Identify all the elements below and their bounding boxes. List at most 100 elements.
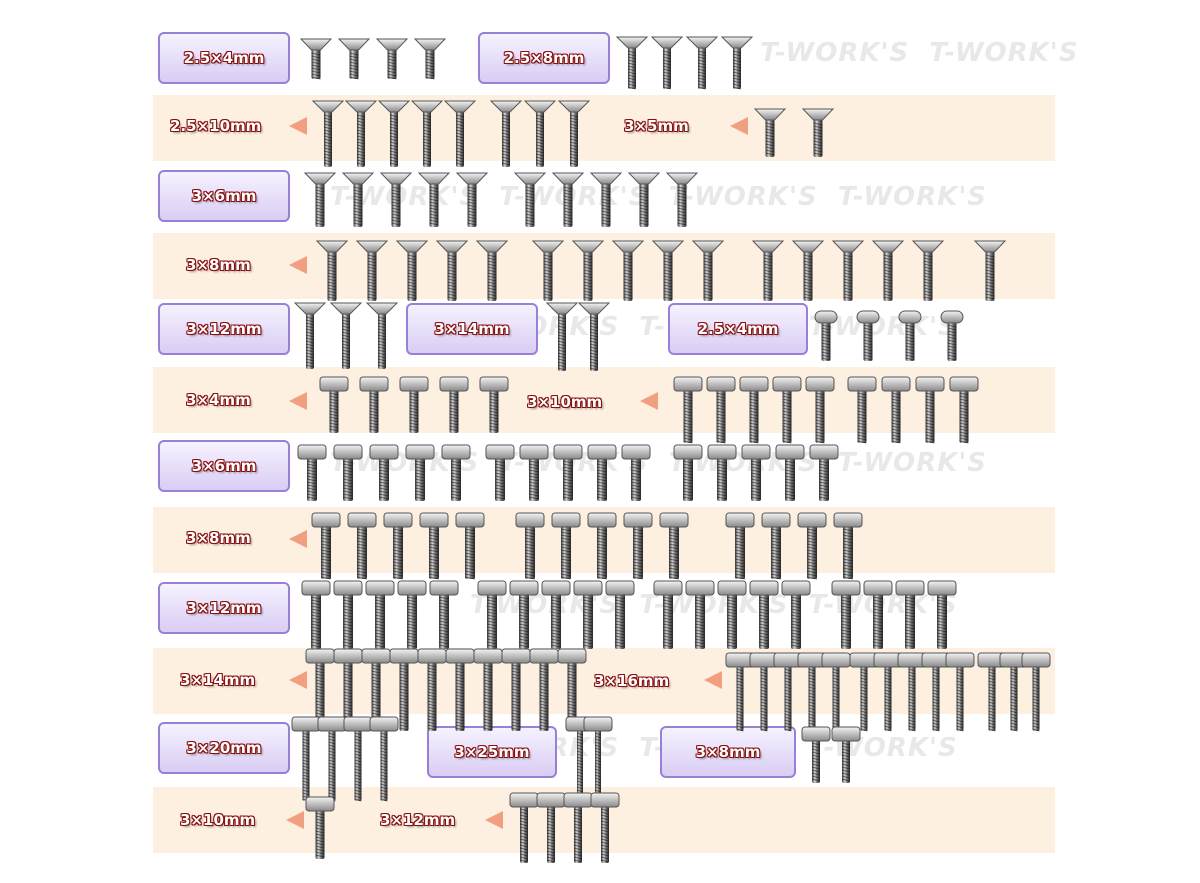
screw-icon	[355, 240, 389, 301]
screw-icon	[898, 310, 922, 361]
screw-icon	[333, 648, 363, 731]
size-label: 3×25mm	[454, 743, 530, 761]
screw-icon	[921, 652, 951, 732]
arrow-icon	[289, 117, 307, 135]
screw-icon	[399, 376, 429, 433]
size-label: 3×12mm	[186, 599, 262, 617]
size-label: 3×6mm	[191, 457, 257, 475]
screw-icon	[775, 444, 805, 501]
screw-icon	[895, 580, 925, 649]
size-label: 3×8mm	[186, 529, 251, 547]
screw-icon	[863, 580, 893, 649]
screw-icon	[749, 580, 779, 649]
screw-icon	[489, 100, 523, 167]
screw-icon	[621, 444, 651, 501]
screw-icon	[583, 716, 613, 802]
screw-icon	[590, 792, 620, 863]
screw-icon	[720, 36, 754, 90]
screw-icon	[319, 376, 349, 433]
screw-icon	[772, 376, 802, 444]
size-label: 3×8mm	[695, 743, 761, 761]
screw-icon	[651, 240, 685, 301]
screw-icon	[311, 512, 341, 580]
screw-icon	[344, 100, 378, 167]
screw-icon	[343, 716, 373, 802]
screw-icon	[557, 648, 587, 731]
size-label-box: 2.5×4mm	[158, 32, 290, 84]
screw-icon	[443, 100, 477, 167]
screw-icon	[831, 240, 865, 301]
screw-icon	[311, 100, 345, 167]
screw-icon	[359, 376, 389, 433]
screw-icon	[791, 240, 825, 301]
screw-icon	[419, 512, 449, 580]
size-label-box: 3×8mm	[660, 726, 796, 778]
screw-icon	[831, 580, 861, 649]
screw-icon	[435, 240, 469, 301]
screw-icon	[395, 240, 429, 301]
size-label: 2.5×10mm	[170, 117, 262, 135]
screw-icon	[557, 100, 591, 167]
size-label-box: 3×12mm	[158, 582, 290, 634]
screw-icon	[523, 100, 557, 167]
screw-icon	[915, 376, 945, 444]
screw-icon	[623, 512, 653, 580]
size-label: 2.5×4mm	[183, 49, 265, 67]
screw-icon	[801, 108, 835, 157]
screw-icon	[897, 652, 927, 732]
arrow-icon	[640, 392, 658, 410]
screw-icon	[741, 444, 771, 501]
screw-icon	[571, 240, 605, 301]
screw-icon	[821, 652, 851, 732]
screw-icon	[475, 240, 509, 301]
screw-icon	[856, 310, 880, 361]
screw-icon	[739, 376, 769, 444]
screw-icon	[473, 648, 503, 731]
screw-icon	[417, 172, 451, 227]
screw-icon	[717, 580, 747, 649]
screw-icon	[301, 580, 331, 649]
screw-icon	[455, 172, 489, 227]
screw-icon	[940, 310, 964, 361]
size-label: 3×10mm	[180, 811, 256, 829]
screw-icon	[573, 580, 603, 649]
screw-icon	[665, 172, 699, 227]
screw-icon	[797, 512, 827, 580]
screw-icon	[673, 444, 703, 501]
size-label: 3×14mm	[434, 320, 510, 338]
screw-icon	[927, 580, 957, 649]
screw-icon	[881, 376, 911, 444]
screw-icon	[519, 444, 549, 501]
screw-icon	[751, 240, 785, 301]
arrow-icon	[289, 392, 307, 410]
size-label: 3×4mm	[186, 391, 251, 409]
size-label-box: 3×6mm	[158, 440, 290, 492]
screw-icon	[405, 444, 435, 501]
screw-icon	[341, 172, 375, 227]
screw-icon	[873, 652, 903, 732]
screw-icon	[1021, 652, 1051, 732]
screw-icon	[329, 302, 363, 369]
size-label-box: 2.5×8mm	[478, 32, 610, 84]
screw-icon	[605, 580, 635, 649]
screw-icon	[809, 444, 839, 501]
screw-icon	[545, 302, 579, 371]
size-label: 3×10mm	[527, 393, 603, 411]
screw-icon	[303, 172, 337, 227]
watermark: T-WORK'S T-WORK'S	[760, 38, 1079, 68]
screw-icon	[773, 652, 803, 732]
screw-icon	[805, 376, 835, 444]
screw-icon	[707, 444, 737, 501]
size-label: 3×8mm	[186, 256, 251, 274]
screw-icon	[333, 580, 363, 649]
screw-icon	[509, 792, 539, 863]
screw-icon	[849, 652, 879, 732]
size-label: 3×12mm	[186, 320, 262, 338]
screw-icon	[753, 108, 787, 157]
screw-icon	[477, 580, 507, 649]
screw-icon	[445, 648, 475, 731]
screw-icon	[587, 444, 617, 501]
screw-icon	[761, 512, 791, 580]
arrow-icon	[704, 671, 722, 689]
size-label-box: 3×14mm	[406, 303, 538, 355]
